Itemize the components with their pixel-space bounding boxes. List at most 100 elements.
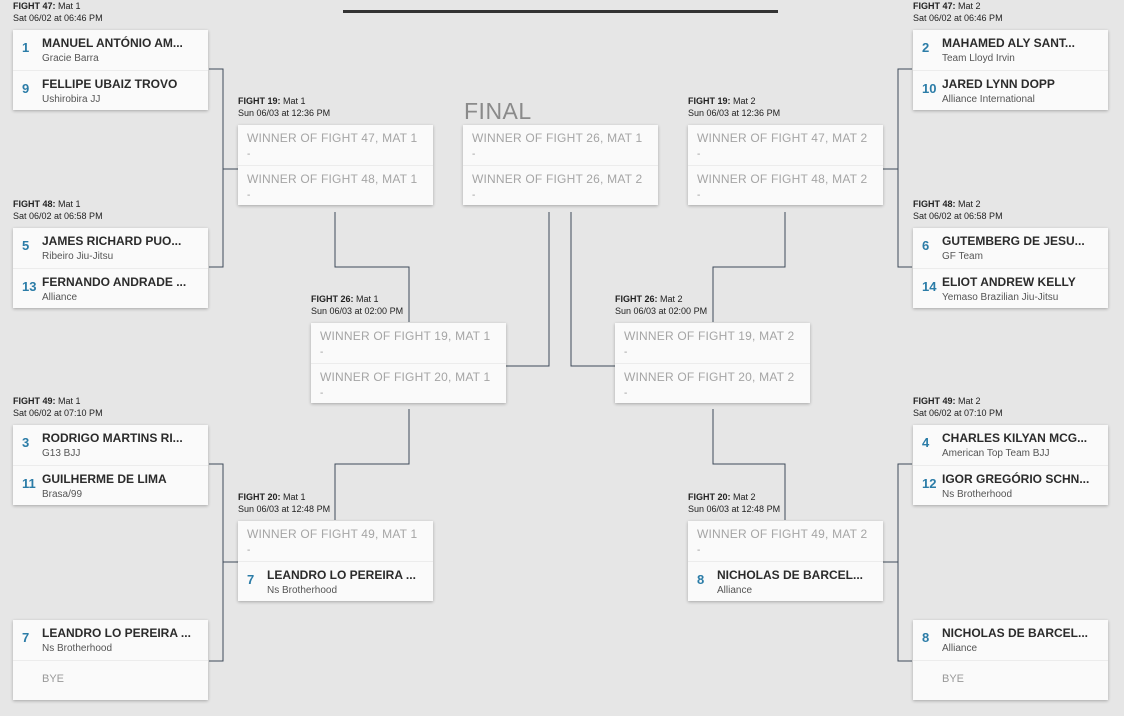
final-title: FINAL <box>464 98 532 124</box>
fight-number: FIGHT 20: <box>688 492 731 502</box>
fight-number: FIGHT 19: <box>688 96 731 106</box>
score-dash: - <box>320 388 324 399</box>
match-card: WINNER OF FIGHT 47, MAT 2-WINNER OF FIGH… <box>688 125 883 205</box>
competitor-slot[interactable]: WINNER OF FIGHT 20, MAT 1- <box>311 363 506 403</box>
team-name: G13 BJJ <box>42 448 81 459</box>
fight-number: FIGHT 20: <box>238 492 281 502</box>
mat-label: Mat 1 <box>58 1 81 11</box>
team-name: Ns Brotherhood <box>267 585 338 596</box>
competitor-slot[interactable]: WINNER OF FIGHT 49, MAT 2- <box>688 521 883 561</box>
team-name: Gracie Barra <box>42 53 99 64</box>
competitor-name[interactable]: LEANDRO LO PEREIRA ... <box>267 568 416 582</box>
competitor-slot[interactable]: WINNER OF FIGHT 47, MAT 1 - <box>238 125 433 165</box>
mat-label: Mat 2 <box>733 492 756 502</box>
competitor-name[interactable]: MANUEL ANTÓNIO AM... <box>42 36 183 50</box>
team-name: Alliance <box>717 585 753 596</box>
competitor-name[interactable]: FELLIPE UBAIZ TROVO <box>42 77 178 91</box>
winner-placeholder: WINNER OF FIGHT 20, MAT 2 <box>624 370 795 384</box>
competitor-slot[interactable]: BYE <box>913 660 1108 700</box>
fight-number: FIGHT 19: <box>238 96 281 106</box>
competitor-slot[interactable]: WINNER OF FIGHT 26, MAT 1- <box>463 125 658 165</box>
competitor-name[interactable]: RODRIGO MARTINS RI... <box>42 431 183 445</box>
competitor-name[interactable]: CHARLES KILYAN MCG... <box>942 431 1088 445</box>
competitor-name[interactable]: NICHOLAS DE BARCEL... <box>717 568 864 582</box>
seed-number: 12 <box>922 476 937 491</box>
competitor-name[interactable]: IGOR GREGÓRIO SCHN... <box>942 472 1090 486</box>
fight-datetime: Sun 06/03 at 02:00 PM <box>311 306 404 316</box>
fight-number: FIGHT 49: <box>13 396 56 406</box>
competitor-slot[interactable]: WINNER OF FIGHT 19, MAT 2- <box>615 323 810 363</box>
seed-number: 11 <box>22 476 36 491</box>
team-name: Ribeiro Jiu-Jitsu <box>42 251 114 262</box>
competitor-name[interactable]: FERNANDO ANDRADE ... <box>42 275 187 289</box>
mat-label: Mat 2 <box>958 1 981 11</box>
seed-number: 13 <box>22 279 37 294</box>
team-name: GF Team <box>942 251 983 262</box>
score-dash: - <box>247 149 251 160</box>
winner-placeholder: WINNER OF FIGHT 48, MAT 2 <box>697 172 868 186</box>
competitor-slot[interactable]: WINNER OF FIGHT 48, MAT 2 - <box>688 165 883 205</box>
competitor-name[interactable]: MAHAMED ALY SANT... <box>942 36 1075 50</box>
mat-label: Mat 1 <box>283 492 306 502</box>
competitor-name[interactable]: ELIOT ANDREW KELLY <box>942 275 1076 289</box>
bye-label: BYE <box>42 673 65 685</box>
score-dash: - <box>697 190 701 201</box>
fight-number: FIGHT 47: <box>913 1 956 11</box>
team-name: Yemaso Brazilian Jiu-Jitsu <box>942 292 1059 303</box>
mat-label: Mat 2 <box>958 199 981 209</box>
competitor-name[interactable]: GUTEMBERG DE JESU... <box>942 234 1085 248</box>
team-name: Alliance <box>942 643 978 654</box>
score-dash: - <box>247 545 251 556</box>
fight-datetime: Sat 06/02 at 06:58 PM <box>13 211 103 221</box>
match-card: WINNER OF FIGHT 19, MAT 2-WINNER OF FIGH… <box>615 323 810 403</box>
competitor-name[interactable]: JARED LYNN DOPP <box>942 77 1055 91</box>
competitor-slot[interactable]: BYE <box>13 660 208 700</box>
fight-datetime: Sun 06/03 at 12:36 PM <box>688 108 781 118</box>
seed-number: 9 <box>22 81 30 96</box>
competitor-slot[interactable]: WINNER OF FIGHT 19, MAT 1- <box>311 323 506 363</box>
competitor-slot[interactable]: WINNER OF FIGHT 47, MAT 2- <box>688 125 883 165</box>
competitor-name[interactable]: NICHOLAS DE BARCEL... <box>942 626 1089 640</box>
score-dash: - <box>697 545 701 556</box>
competitor-slot[interactable]: WINNER OF FIGHT 49, MAT 1- <box>238 521 433 561</box>
winner-placeholder: WINNER OF FIGHT 47, MAT 1 <box>247 131 418 145</box>
competitor-name[interactable]: LEANDRO LO PEREIRA ... <box>42 626 191 640</box>
winner-placeholder: WINNER OF FIGHT 19, MAT 2 <box>624 329 795 343</box>
competitor-name[interactable]: GUILHERME DE LIMA <box>42 472 167 486</box>
competitor-slot[interactable]: WINNER OF FIGHT 20, MAT 2- <box>615 363 810 403</box>
fight-datetime: Sat 06/02 at 07:10 PM <box>13 408 103 418</box>
winner-placeholder: WINNER OF FIGHT 26, MAT 1 <box>472 131 643 145</box>
competitor-name[interactable]: JAMES RICHARD PUO... <box>42 234 182 248</box>
fight-number: FIGHT 26: <box>615 294 658 304</box>
competitor-slot[interactable]: WINNER OF FIGHT 48, MAT 1- <box>238 165 433 205</box>
competitor-slot[interactable]: WINNER OF FIGHT 26, MAT 2- <box>463 165 658 205</box>
